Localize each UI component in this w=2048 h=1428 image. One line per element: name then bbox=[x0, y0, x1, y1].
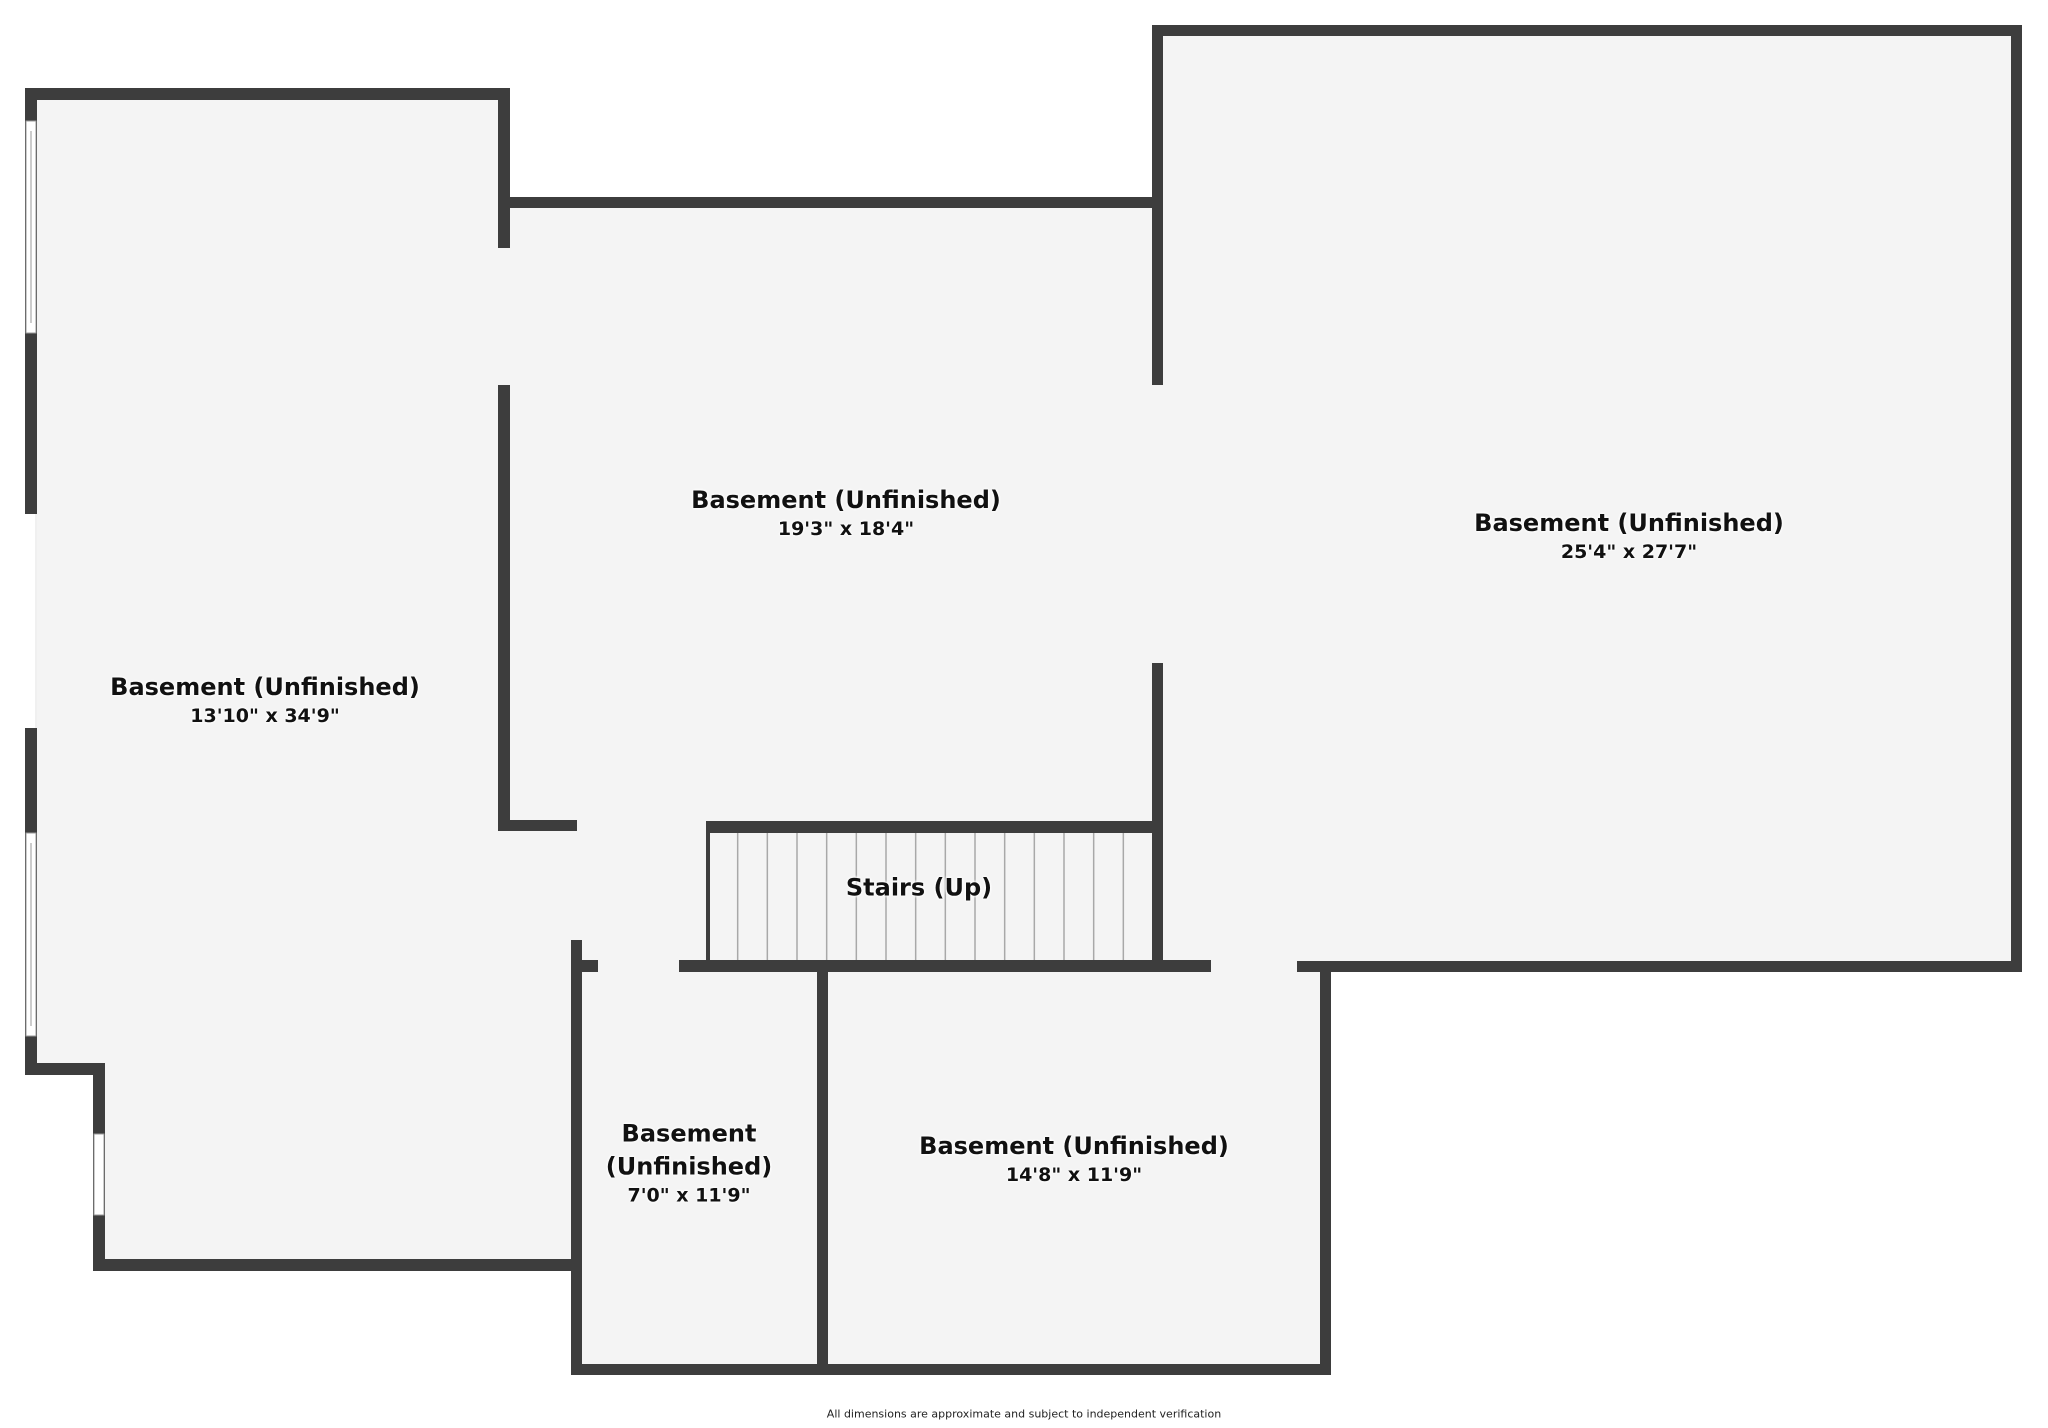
room-label-bottom: Basement (Unfinished) 14'8" x 11'9" bbox=[919, 1130, 1229, 1188]
room-name: Basement (Unfinished) bbox=[919, 1132, 1229, 1160]
wall-center-top bbox=[498, 197, 1162, 208]
wall-right-outer bbox=[2011, 25, 2022, 972]
room-dimensions: 25'4" x 27'7" bbox=[1560, 541, 1698, 563]
room-name: Basement (Unfinished) bbox=[110, 673, 420, 701]
stairs-left-rail bbox=[706, 821, 710, 966]
wall-right-left-lower bbox=[1152, 663, 1163, 972]
room-dimensions: 13'10" x 34'9" bbox=[190, 705, 340, 727]
stairs bbox=[706, 821, 1153, 966]
windows bbox=[25, 120, 105, 1216]
stairs-name: Stairs (Up) bbox=[845, 873, 993, 902]
floor-left-room bbox=[31, 30, 2016, 1370]
wall-left-bottom bbox=[93, 1259, 581, 1271]
wall-stub bbox=[498, 820, 577, 831]
wall-left-right-upper bbox=[498, 88, 510, 248]
stairs-area bbox=[708, 833, 1153, 960]
room-label-small: Basement (Unfinished) 7'0" x 11'9" bbox=[606, 1118, 772, 1209]
room-name-line2: (Unfinished) bbox=[605, 1152, 773, 1181]
wall-stairs-bottom bbox=[679, 960, 1211, 972]
room-label-left: Basement (Unfinished) 13'10" x 34'9" bbox=[110, 671, 420, 729]
room-name-line1: Basement bbox=[621, 1119, 757, 1148]
wall-stairs-top bbox=[708, 821, 1162, 833]
wall-right-top bbox=[1152, 25, 2022, 36]
stairs-label: Stairs (Up) bbox=[846, 872, 992, 905]
wall-divider bbox=[817, 966, 828, 1375]
window-icon bbox=[93, 1133, 105, 1216]
disclaimer-footer: All dimensions are approximate and subje… bbox=[826, 1407, 1222, 1421]
room-dimensions: 7'0" x 11'9" bbox=[627, 1184, 751, 1207]
floor-areas bbox=[31, 30, 2016, 1370]
wall-left-top bbox=[25, 88, 510, 100]
wall-small-left bbox=[571, 940, 582, 1375]
wall-right-left-upper bbox=[1152, 25, 1163, 385]
room-dimensions: 19'3" x 18'4" bbox=[777, 518, 915, 540]
wall-bottom-right bbox=[1320, 961, 1331, 1375]
room-label-center: Basement (Unfinished) 19'3" x 18'4" bbox=[691, 484, 1001, 542]
wall-small-stub bbox=[577, 960, 598, 972]
room-name: Basement (Unfinished) bbox=[691, 486, 1001, 514]
wall-left-right-lower bbox=[498, 385, 510, 831]
wall-bottom bbox=[571, 1364, 1331, 1375]
room-name: Basement (Unfinished) bbox=[1474, 509, 1784, 537]
room-label-right: Basement (Unfinished) 25'4" x 27'7" bbox=[1474, 507, 1784, 565]
walls bbox=[25, 25, 2022, 1375]
opening bbox=[25, 514, 37, 728]
wall-step bbox=[25, 1063, 105, 1075]
room-dimensions: 14'8" x 11'9" bbox=[1005, 1164, 1143, 1186]
wall-right-bottom bbox=[1297, 961, 2022, 972]
